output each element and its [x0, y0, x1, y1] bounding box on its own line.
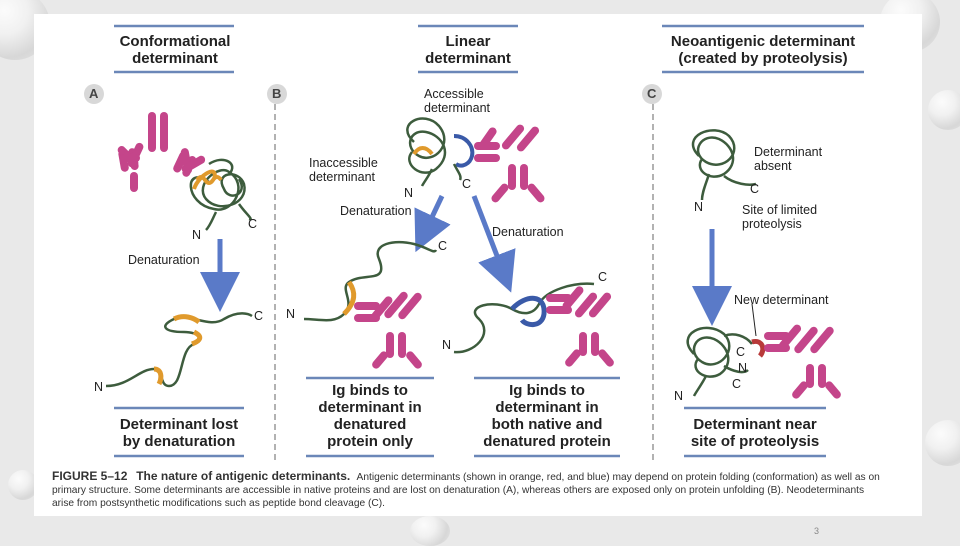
slide-number: 3 — [814, 526, 820, 536]
terminus-n-c-cleaved: N — [738, 361, 748, 375]
panel-b-graphics — [303, 117, 614, 369]
background-droplet — [410, 516, 450, 546]
box-denatured-only: Ig binds to determinant in denatured pro… — [318, 382, 422, 450]
panel-b-letter: B — [272, 86, 282, 101]
label-site-limited-proteolysis: Site of limited proteolysis — [742, 203, 818, 231]
terminus-n-b-right: N — [442, 338, 452, 352]
terminus-c-a-native: C — [248, 217, 258, 231]
terminus-n-a-denatured: N — [94, 380, 104, 394]
background-droplet — [925, 420, 960, 466]
panel-a-marker — [84, 84, 104, 104]
terminus-c-b-right: C — [598, 270, 608, 284]
terminus-n-a-native: N — [192, 228, 202, 242]
box-both-native-denatured: Ig binds to determinant in both native a… — [483, 382, 611, 450]
terminus-c-c-native: C — [750, 182, 760, 196]
panel-a-graphics — [105, 112, 253, 388]
box-determinant-lost: Determinant lost by denaturation — [119, 416, 239, 450]
terminus-c-b-native: C — [462, 177, 472, 191]
label-denaturation-a: Denaturation — [128, 253, 200, 267]
panel-b-marker — [267, 84, 287, 104]
figure-panel: Conformational determinant Linear determ… — [34, 14, 922, 516]
header-conformational: Conformational determinant — [119, 33, 231, 67]
box-determinant-near: Determinant near site of proteolysis — [690, 416, 820, 450]
label-denaturation-b1: Denaturation — [340, 204, 412, 218]
caption-figure-number: FIGURE 5–12 — [52, 469, 128, 483]
terminus-n-b-left: N — [286, 307, 296, 321]
terminus-n-c-native: N — [694, 200, 704, 214]
caption-text: Antigenic determinants (shown in orange,… — [52, 472, 880, 509]
header-neoantigenic: Neoantigenic determinant (created by pro… — [670, 33, 856, 67]
label-denaturation-b2: Denaturation — [492, 225, 564, 239]
terminus-c-c-cleaved: C — [736, 345, 746, 359]
label-inaccessible-determinant: Inaccessible determinant — [309, 156, 378, 184]
panel-c-graphics — [686, 129, 841, 399]
panel-a-letter: A — [89, 86, 99, 101]
terminus-n-b-native: N — [404, 186, 414, 200]
panel-c-letter: C — [647, 86, 657, 101]
label-accessible-determinant: Accessible determinant — [424, 87, 491, 115]
figure-caption: FIGURE 5–12 The nature of antigenic dete… — [52, 470, 882, 510]
terminus-c-c-lower: C — [732, 377, 742, 391]
terminus-n-c-lower: N — [674, 389, 684, 403]
terminus-c-a-denatured: C — [254, 309, 264, 323]
background-droplet — [8, 470, 38, 500]
label-new-determinant: New determinant — [734, 293, 829, 307]
background-droplet — [928, 90, 960, 130]
label-determinant-absent: Determinant absent — [754, 145, 823, 173]
caption-title: The nature of antigenic determinants. — [136, 469, 351, 483]
diagram-graphics — [84, 24, 864, 464]
panel-c-marker — [642, 84, 662, 104]
header-linear: Linear determinant — [425, 33, 511, 67]
terminus-c-b-left: C — [438, 239, 448, 253]
